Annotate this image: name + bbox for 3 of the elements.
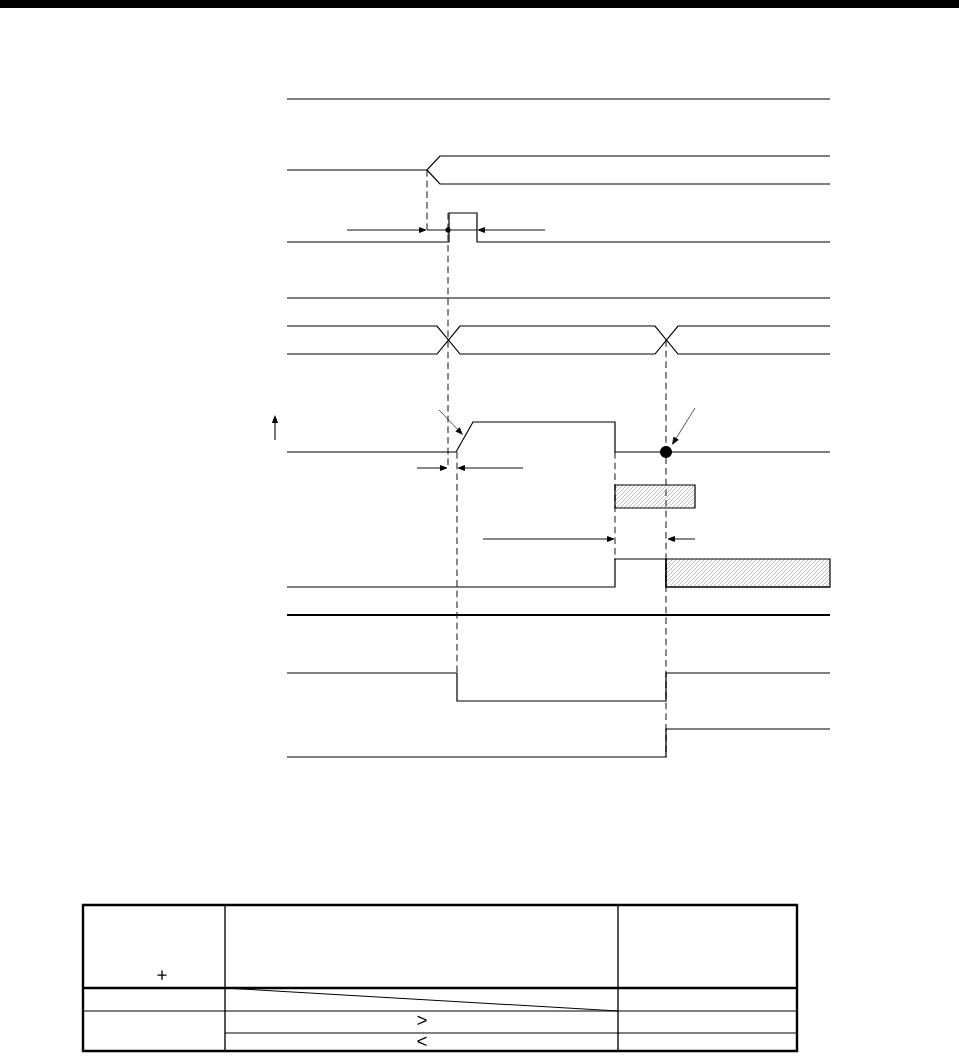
table-symbol: <: [417, 1036, 427, 1047]
table-symbol: +: [157, 970, 167, 980]
table-symbol: >: [417, 1015, 427, 1026]
